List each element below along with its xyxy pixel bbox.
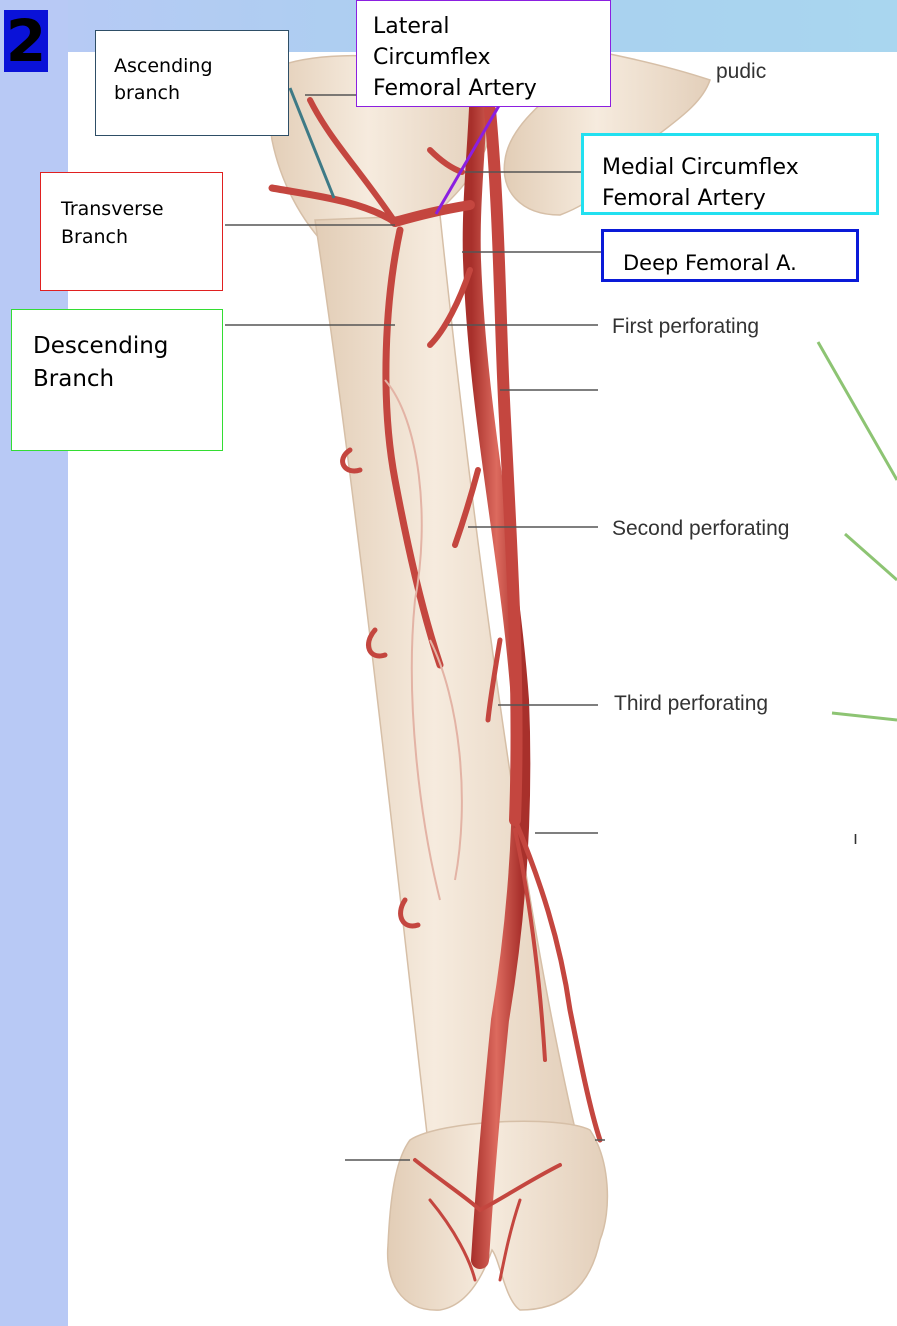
third-perforating-text: Third perforating (614, 692, 768, 716)
deep-femoral-label: Deep Femoral A. (601, 229, 859, 282)
second-perforating-text: Second perforating (612, 517, 789, 541)
first-perforating-text: First perforating (612, 315, 759, 339)
pudic-text: pudic (716, 60, 766, 84)
stray-mark: ı (853, 828, 858, 849)
